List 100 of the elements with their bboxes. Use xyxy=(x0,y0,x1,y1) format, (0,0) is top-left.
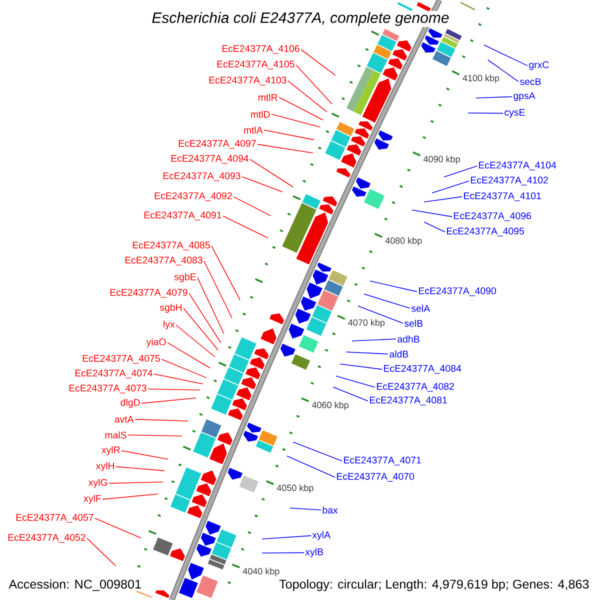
gene-label: xylF xyxy=(84,494,101,504)
leader-line xyxy=(167,342,210,368)
tick-label: 4070 kbp xyxy=(348,319,385,328)
leader-line xyxy=(424,196,462,202)
gene-label: bax xyxy=(322,506,338,514)
gene-label: EcE24377A_4104 xyxy=(479,162,556,170)
tick-label: 4040 kbp xyxy=(242,568,280,576)
leader-line xyxy=(370,280,418,292)
gene-label: EcE24377A_4102 xyxy=(471,176,548,186)
leader-line xyxy=(300,49,336,76)
gene-label: dlgD xyxy=(120,398,140,408)
leader-line xyxy=(262,552,304,554)
leader-line xyxy=(290,508,322,510)
leader-line xyxy=(296,64,332,104)
gene-label: secB xyxy=(520,78,541,86)
leader-line xyxy=(432,180,470,194)
leader-line xyxy=(257,144,314,154)
leader-line xyxy=(264,130,314,140)
gene-label: EcE24377A_4057 xyxy=(16,514,94,523)
gene-label: EcE24377A_4085 xyxy=(132,242,210,250)
gene-label: EcE24377A_4082 xyxy=(377,382,454,392)
tick-label: 4080 kbp xyxy=(385,237,422,246)
gene-label: EcE24377A_4075 xyxy=(82,354,160,364)
leader-line xyxy=(86,538,116,566)
leader-line xyxy=(188,292,222,344)
leader-line xyxy=(262,535,312,540)
leader-line xyxy=(340,364,382,370)
gene-label: xylA xyxy=(312,531,330,540)
leader-line xyxy=(211,246,240,300)
footer-text: Accession: NC_009801 xyxy=(8,579,141,591)
gene-label: EcE24377A_4071 xyxy=(344,456,421,466)
leader-line xyxy=(364,294,410,309)
gene-label: mtlR xyxy=(258,94,278,101)
leader-line xyxy=(468,112,504,114)
leader-line xyxy=(242,176,283,192)
gene-label: EcE24377A_4095 xyxy=(447,228,524,236)
tick-label: 4050 kbp xyxy=(276,484,314,493)
leader-line xyxy=(94,518,142,538)
gene-label: EcE24377A_4093 xyxy=(163,172,240,182)
gene-label: EcE24377A_4091 xyxy=(144,212,222,220)
leader-line xyxy=(108,482,164,484)
leader-line xyxy=(332,386,368,402)
gene-label: EcE24377A_4106 xyxy=(222,45,300,54)
gene-label: mtlD xyxy=(251,110,270,118)
leader-line xyxy=(116,466,165,472)
leader-line xyxy=(128,434,182,436)
gene-label: sgbH xyxy=(160,304,182,313)
gene-label: xylG xyxy=(88,478,108,488)
leader-line xyxy=(424,222,446,232)
gene-label: EcE24377A_4079 xyxy=(110,288,188,298)
gene-label: avtA xyxy=(114,416,134,423)
gene-label: mtlA xyxy=(244,126,263,134)
gene-label: lyx xyxy=(164,320,175,330)
leader-line xyxy=(278,96,324,120)
gene-label: aldB xyxy=(390,350,408,358)
gene-label: EcE24377A_4103 xyxy=(209,76,286,86)
gene-label: sgbE xyxy=(174,273,196,282)
leader-line xyxy=(204,260,232,318)
gene-label: EcE24377A_4084 xyxy=(384,364,462,374)
gene-label: EcE24377A_4101 xyxy=(464,192,541,202)
gene-label: xylB xyxy=(305,548,324,558)
leader-line xyxy=(286,456,336,478)
leader-line xyxy=(476,96,512,98)
leader-line xyxy=(250,158,294,188)
leader-line xyxy=(292,442,342,462)
gene-label: adhB xyxy=(398,335,420,343)
gene-label: EcE24377A_4052 xyxy=(8,534,86,543)
leader-line xyxy=(488,60,519,82)
leader-line xyxy=(102,494,158,500)
leader-line xyxy=(346,352,388,354)
tick-label: 4060 kbp xyxy=(312,402,348,410)
leader-line xyxy=(444,166,478,178)
gene-label: EcE24377A_4096 xyxy=(454,212,531,222)
leader-line xyxy=(412,210,452,218)
gene-label: EcE24377A_4094 xyxy=(171,154,248,164)
title: Escherichia coli E24377A, complete genome xyxy=(150,11,450,27)
gene-label: EcE24377A_4097 xyxy=(178,140,256,149)
leader-line xyxy=(121,450,168,460)
leader-line xyxy=(352,338,396,342)
gene-label: malS xyxy=(105,431,126,439)
leader-line xyxy=(358,306,404,324)
gene-label: EcE24377A_4105 xyxy=(217,60,294,70)
gene-label: grxC xyxy=(529,61,549,70)
gene-label: selB xyxy=(404,320,423,327)
tick-label: 4100 kbp xyxy=(462,74,500,84)
gene-label: EcE24377A_4070 xyxy=(337,472,414,482)
gene-label: gpsA xyxy=(514,92,536,102)
leader-line xyxy=(484,44,528,66)
leader-line xyxy=(288,80,328,112)
leader-line xyxy=(183,308,218,350)
leader-line xyxy=(176,324,216,358)
gene-label: yiaO xyxy=(146,338,166,348)
leader-line xyxy=(336,376,376,388)
gene-label: xylR xyxy=(102,446,120,456)
gene-label: EcE24377A_4092 xyxy=(154,192,232,202)
gene-label: EcE24377A_4083 xyxy=(125,256,202,266)
leader-line xyxy=(197,277,224,334)
leader-line xyxy=(154,374,204,384)
gene-label: selA xyxy=(411,304,430,312)
leader-line xyxy=(148,388,200,390)
